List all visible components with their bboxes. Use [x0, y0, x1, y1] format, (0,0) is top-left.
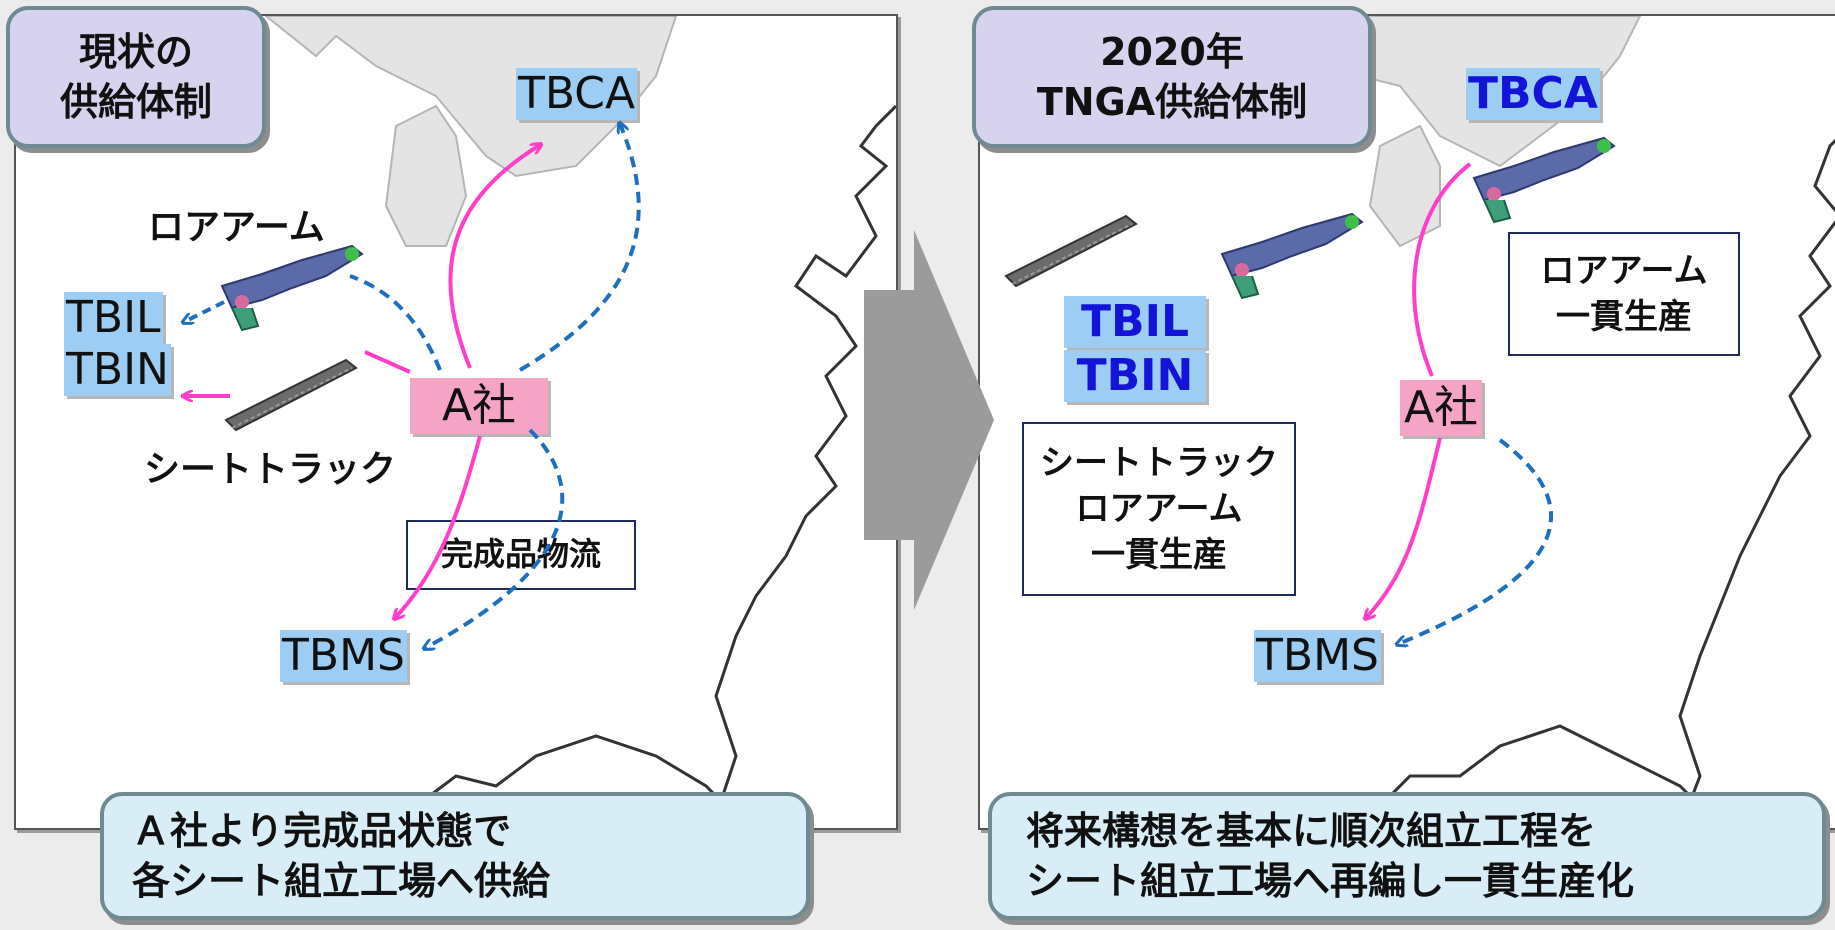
current-title-box: 現状の 供給体制: [6, 6, 266, 148]
plant-tbms: TBMS: [280, 630, 407, 682]
plant-tbil: TBIL: [64, 292, 163, 344]
tnga-title-box: 2020年 TNGA供給体制: [972, 6, 1372, 148]
plant-tbca: TBCA: [516, 68, 638, 120]
plant-tbin: TBIN: [64, 344, 171, 396]
tnga-summary-box: 将来構想を基本に順次組立工程を シート組立工場へ再編し一貫生産化: [988, 792, 1826, 920]
label-seat-track: シートトラック: [144, 449, 397, 490]
box-line: ロアアーム: [1075, 488, 1243, 529]
plant-tbil: TBIL: [1064, 296, 1206, 348]
logistics-label: 完成品物流: [440, 535, 601, 574]
supplier-a: A社: [410, 378, 548, 434]
seat-track-integrated-box: シートトラック ロアアーム 一貫生産: [1022, 422, 1296, 596]
plant-tbin: TBIN: [1064, 350, 1206, 402]
title-line: 現状の: [78, 29, 193, 74]
supplier-a: A社: [1400, 380, 1482, 436]
summary-line: 各シート組立工場へ供給: [132, 859, 551, 903]
plant-tbca: TBCA: [1466, 68, 1600, 120]
summary-line: 将来構想を基本に順次組立工程を: [1026, 808, 1597, 853]
title-line: 供給体制: [59, 80, 212, 124]
title-line: 2020年: [1100, 29, 1244, 74]
transition-arrow-icon: [864, 230, 994, 610]
current-summary-box: Ａ社より完成品状態で 各シート組立工場へ供給: [100, 792, 810, 920]
logistics-box: 完成品物流: [406, 520, 636, 590]
plant-tbms: TBMS: [1254, 630, 1381, 682]
box-line: シートトラック: [1040, 442, 1278, 483]
summary-line: シート組立工場へ再編し一貫生産化: [1026, 859, 1635, 903]
box-line: ロアアーム: [1540, 250, 1708, 291]
lower-arm-integrated-box: ロアアーム 一貫生産: [1508, 232, 1740, 356]
box-line: 一貫生産: [1556, 297, 1692, 337]
summary-line: Ａ社より完成品状態で: [132, 808, 512, 853]
label-lower-arm: ロアアーム: [148, 207, 325, 248]
box-line: 一貫生産: [1091, 535, 1227, 576]
title-line: TNGA供給体制: [1036, 80, 1308, 124]
